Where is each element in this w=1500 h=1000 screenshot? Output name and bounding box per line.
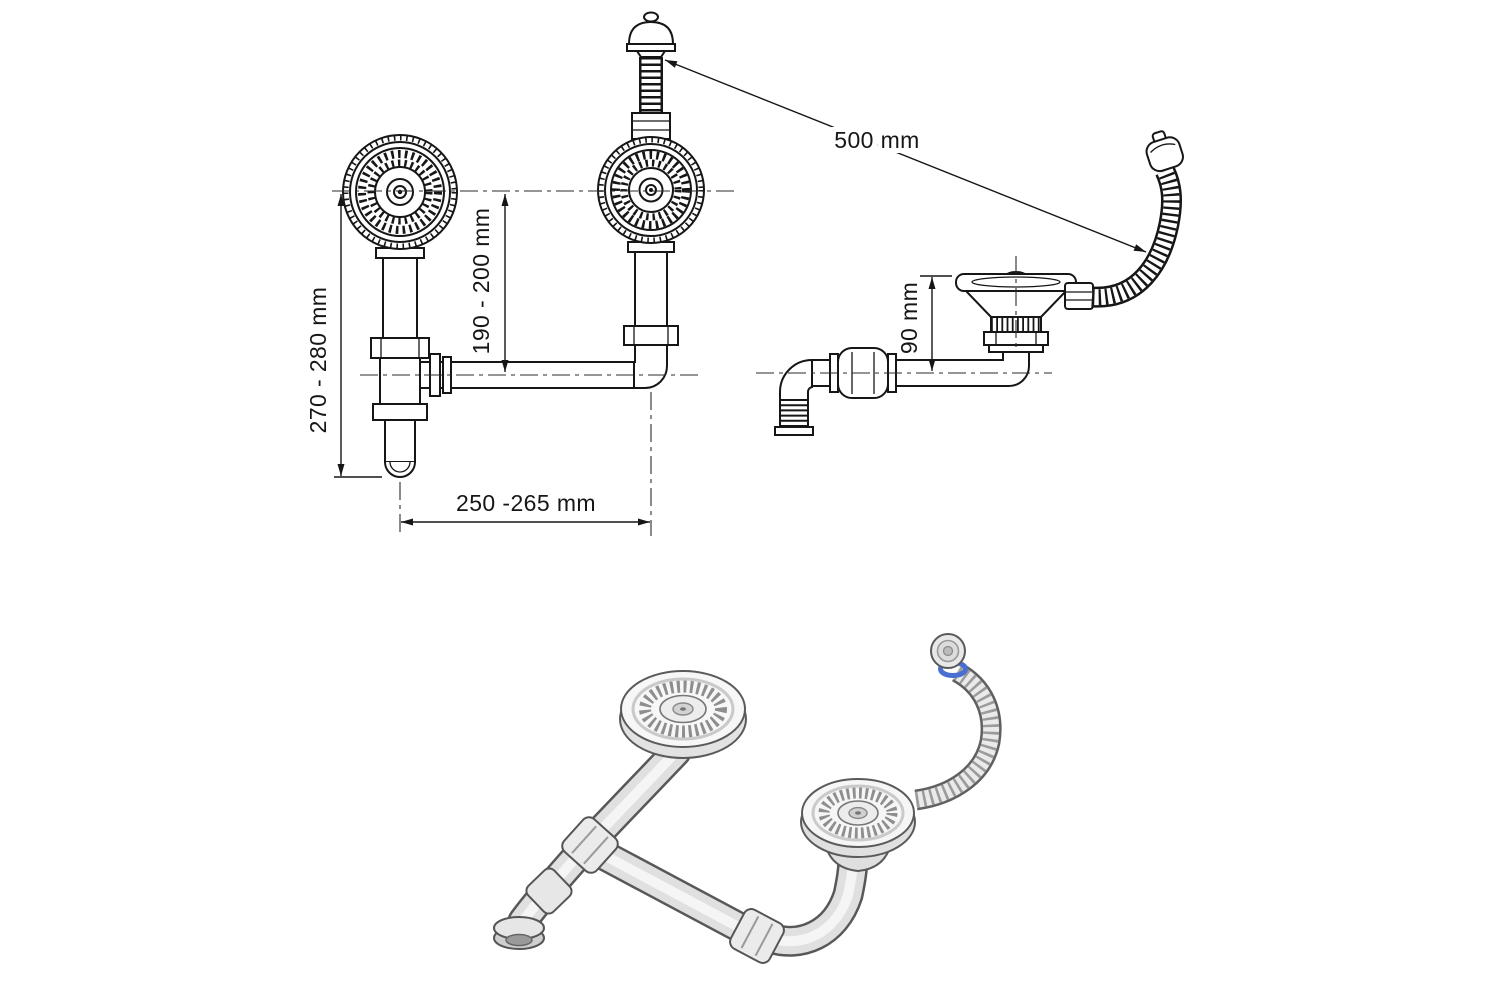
hose-end-nozzle [1145, 130, 1184, 173]
perforation-ring [818, 787, 898, 839]
left-slip-nut [370, 337, 430, 359]
dim-label-front-width: 250 -265 mm [456, 490, 596, 516]
overflow-connector [1064, 282, 1094, 310]
dim-label-side-height: 90 mm [896, 282, 922, 354]
cap-neck [635, 50, 667, 58]
dim-label-front-height: 270 - 280 mm [305, 287, 331, 434]
side-centerlines [756, 256, 1052, 374]
side-dimension: 90 mm [896, 275, 952, 371]
front-view: 270 - 280 mm 190 - 200 mm 250 -265 mm [305, 11, 736, 536]
union-clamp-right [729, 908, 785, 964]
side-overflow-hose [1064, 130, 1184, 310]
perforation-ring-inner [367, 159, 433, 225]
outlet-pipe [384, 419, 416, 463]
cap-button [643, 11, 659, 23]
front-left-strainer [342, 134, 458, 250]
pipe-branch-right [582, 836, 869, 964]
outlet-flange [774, 426, 814, 436]
lower-nut [372, 403, 428, 421]
side-outlet [774, 358, 814, 436]
cap-flange [626, 43, 676, 52]
dim-label-hose-length: 500 mm [834, 127, 919, 153]
perforation-ring [639, 680, 727, 738]
right-slip-nut [623, 325, 679, 346]
front-dimensions: 270 - 280 mm 190 - 200 mm 250 -265 mm [305, 194, 650, 526]
render-right-strainer [800, 778, 916, 873]
right-elbow [633, 344, 668, 389]
right-tailpipe [634, 251, 668, 327]
render-left-strainer [619, 670, 747, 759]
overflow-fitting [631, 112, 671, 140]
hose-length-leader: 500 mm [664, 59, 1147, 253]
leader-line [664, 59, 1147, 253]
front-left-drain-assembly [370, 247, 430, 478]
overflow-cap [627, 20, 675, 45]
outlet-bottom [384, 461, 416, 478]
pipe-main-left [493, 736, 692, 950]
dim-label-drain-depth: 190 - 200 mm [468, 208, 494, 355]
side-view: 90 mm [756, 130, 1184, 436]
tee-body [379, 357, 421, 405]
left-tailpipe [382, 257, 418, 339]
render-overflow-hose [914, 633, 1002, 811]
perforation-ring-outer [358, 150, 442, 234]
hose-ribs [1091, 167, 1180, 306]
front-right-strainer [597, 136, 705, 244]
tee-clamp [561, 816, 619, 874]
outlet-3d [493, 916, 545, 950]
render-3d-view [493, 633, 1002, 964]
elbow-clamp [525, 867, 573, 915]
hose-ribs-3d [914, 664, 999, 808]
knurled-rim [343, 135, 457, 249]
overflow-standpipe [626, 11, 676, 140]
